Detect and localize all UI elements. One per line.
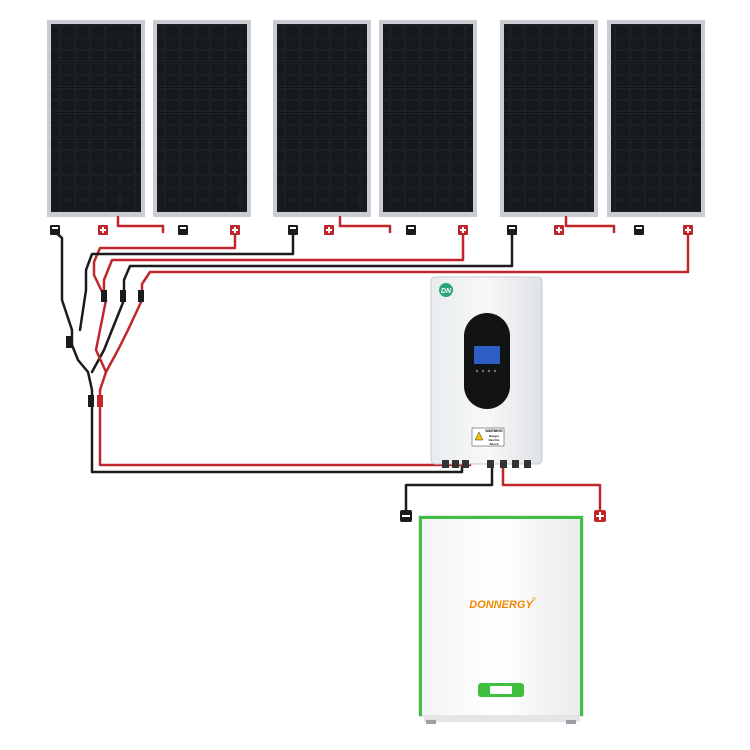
indicator-led	[487, 369, 491, 373]
solar-panel-2	[153, 20, 251, 217]
branch-connector	[138, 290, 144, 302]
mc4-connector-neg	[288, 225, 298, 235]
combiner-neg	[70, 343, 464, 474]
battery-green-trim-left	[419, 516, 422, 716]
battery-terminal-neg	[400, 510, 412, 522]
branch-connector	[97, 395, 103, 407]
battery-foot	[566, 720, 576, 724]
solar-panel-5	[500, 20, 598, 217]
inverter-lcd-screen	[474, 346, 500, 364]
connectors	[50, 225, 693, 522]
mc4-connector-pos	[324, 225, 334, 235]
mc4-connector-neg	[178, 225, 188, 235]
inverter-ports	[442, 460, 531, 468]
string-cable-3-pos	[126, 230, 690, 332]
battery-terminal-pos	[594, 510, 606, 522]
battery-green-trim-right	[580, 516, 583, 716]
combiner-pos	[98, 328, 472, 467]
battery-cable-pos	[501, 460, 602, 512]
warning-line-3: Shock	[489, 442, 498, 446]
battery-foot	[426, 720, 436, 724]
branch-connector	[88, 395, 94, 407]
inverter-logo-text: DN	[441, 288, 452, 295]
battery-base	[424, 716, 580, 722]
cables	[53, 215, 690, 512]
mc4-connector-neg	[507, 225, 517, 235]
string-cable-1-neg	[53, 230, 74, 347]
indicator-led	[475, 369, 479, 373]
branch-connector	[120, 290, 126, 302]
series-link-1	[116, 215, 165, 234]
battery-status-window	[490, 686, 512, 694]
branch-connector	[101, 290, 107, 302]
mc4-connector-pos	[98, 225, 108, 235]
combiner-neg-b	[90, 328, 114, 374]
mc4-connector-pos	[683, 225, 693, 235]
indicator-led	[481, 369, 485, 373]
solar-panel-6	[607, 20, 705, 217]
warning-label: WARNING Danger Electric Shock	[471, 427, 505, 447]
string-cable-2-neg	[78, 230, 295, 332]
combiner-pos-b	[94, 298, 108, 374]
hybrid-inverter: DN WARNING Danger Electric Shock	[430, 276, 543, 468]
mc4-connector-neg	[50, 225, 60, 235]
mc4-connector-pos	[554, 225, 564, 235]
warning-title: WARNING	[485, 429, 503, 433]
mc4-connector-pos	[230, 225, 240, 235]
warning-line-2: Electric	[489, 438, 500, 442]
mc4-connector-neg	[406, 225, 416, 235]
mc4-connector-pos	[458, 225, 468, 235]
series-link-2	[338, 215, 392, 234]
indicator-led	[493, 369, 497, 373]
inverter-logo-badge	[439, 283, 453, 297]
solar-panel-4	[379, 20, 477, 217]
battery-registered-mark: ®	[532, 596, 536, 603]
solar-panel-1	[47, 20, 145, 217]
string-cable-3-neg	[110, 230, 514, 332]
battery-brand-logo: DONNERGY	[469, 599, 534, 611]
solar-panel-3	[273, 20, 371, 217]
mc4-connector-neg	[634, 225, 644, 235]
battery-green-trim-top	[419, 516, 583, 519]
branch-connector	[66, 336, 72, 348]
series-link-3	[564, 215, 616, 234]
battery-cable-neg	[404, 460, 494, 512]
warning-line-1: Danger	[489, 434, 500, 438]
wall-battery: DONNERGY ®	[418, 515, 584, 724]
string-cable-2-pos	[102, 230, 465, 302]
solar-panels	[47, 20, 705, 217]
warning-triangle-icon	[474, 431, 484, 441]
